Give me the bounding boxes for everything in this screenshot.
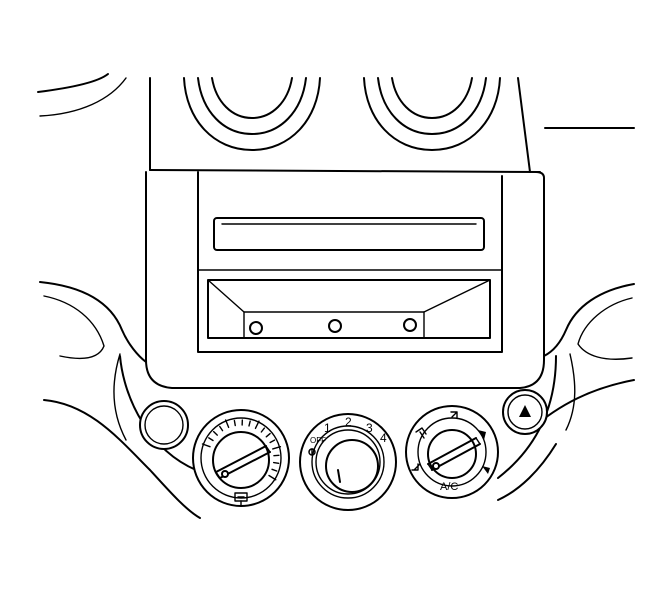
- storage-pocket: [207, 279, 491, 339]
- temperature-tick: [271, 468, 278, 472]
- floor-icon: [411, 463, 421, 471]
- pocket-screw-left: [249, 321, 263, 335]
- temperature-tick: [260, 427, 266, 433]
- ac-label: A/C: [440, 481, 458, 493]
- fan-icon: [308, 448, 316, 456]
- defrost-icon: [478, 430, 490, 474]
- hazard-switch[interactable]: [502, 389, 548, 435]
- temperature-scale: [201, 419, 282, 481]
- temperature-tick: [219, 425, 224, 432]
- temperature-tick: [265, 432, 271, 438]
- temperature-tick: [233, 419, 236, 427]
- right-air-vent: [363, 77, 501, 151]
- temperature-tick: [272, 445, 282, 450]
- pocket-screw-right: [403, 318, 417, 332]
- fan-speed-1-label: 1: [324, 421, 331, 435]
- temperature-tick: [248, 420, 251, 427]
- temperature-tick: [269, 439, 276, 444]
- temperature-tick: [201, 443, 211, 448]
- temperature-tick: [268, 474, 277, 481]
- left-air-vent: [183, 77, 321, 151]
- panel-vent-icon: [450, 411, 458, 419]
- fan-speed-labels: OFF 1 2 3 4: [310, 415, 387, 445]
- temperature-tick: [272, 461, 280, 464]
- rear-defrost-icon: [234, 492, 248, 506]
- temperature-tick: [212, 430, 218, 436]
- fan-speed-2-label: 2: [345, 415, 352, 429]
- left-dash-trim: [39, 281, 201, 519]
- temperature-knob[interactable]: [192, 409, 290, 507]
- dashboard-upper-outline: [37, 73, 635, 173]
- radio-slot: [213, 217, 485, 251]
- temperature-tick: [224, 419, 230, 429]
- temperature-tick: [208, 437, 214, 442]
- mode-knob[interactable]: [405, 405, 499, 499]
- fan-speed-knob[interactable]: [299, 413, 397, 511]
- fan-speed-4-label: 4: [380, 431, 387, 445]
- temperature-tick: [254, 420, 260, 430]
- pocket-screw-center: [328, 319, 342, 333]
- mode-icons: [411, 411, 490, 474]
- accessory-outlet: [139, 400, 189, 450]
- hazard-triangle-icon: [519, 405, 531, 417]
- bilevel-icon: [415, 427, 427, 439]
- fan-off-label: OFF: [310, 436, 326, 445]
- fan-speed-3-label: 3: [366, 421, 373, 435]
- center-bezel: [145, 171, 545, 389]
